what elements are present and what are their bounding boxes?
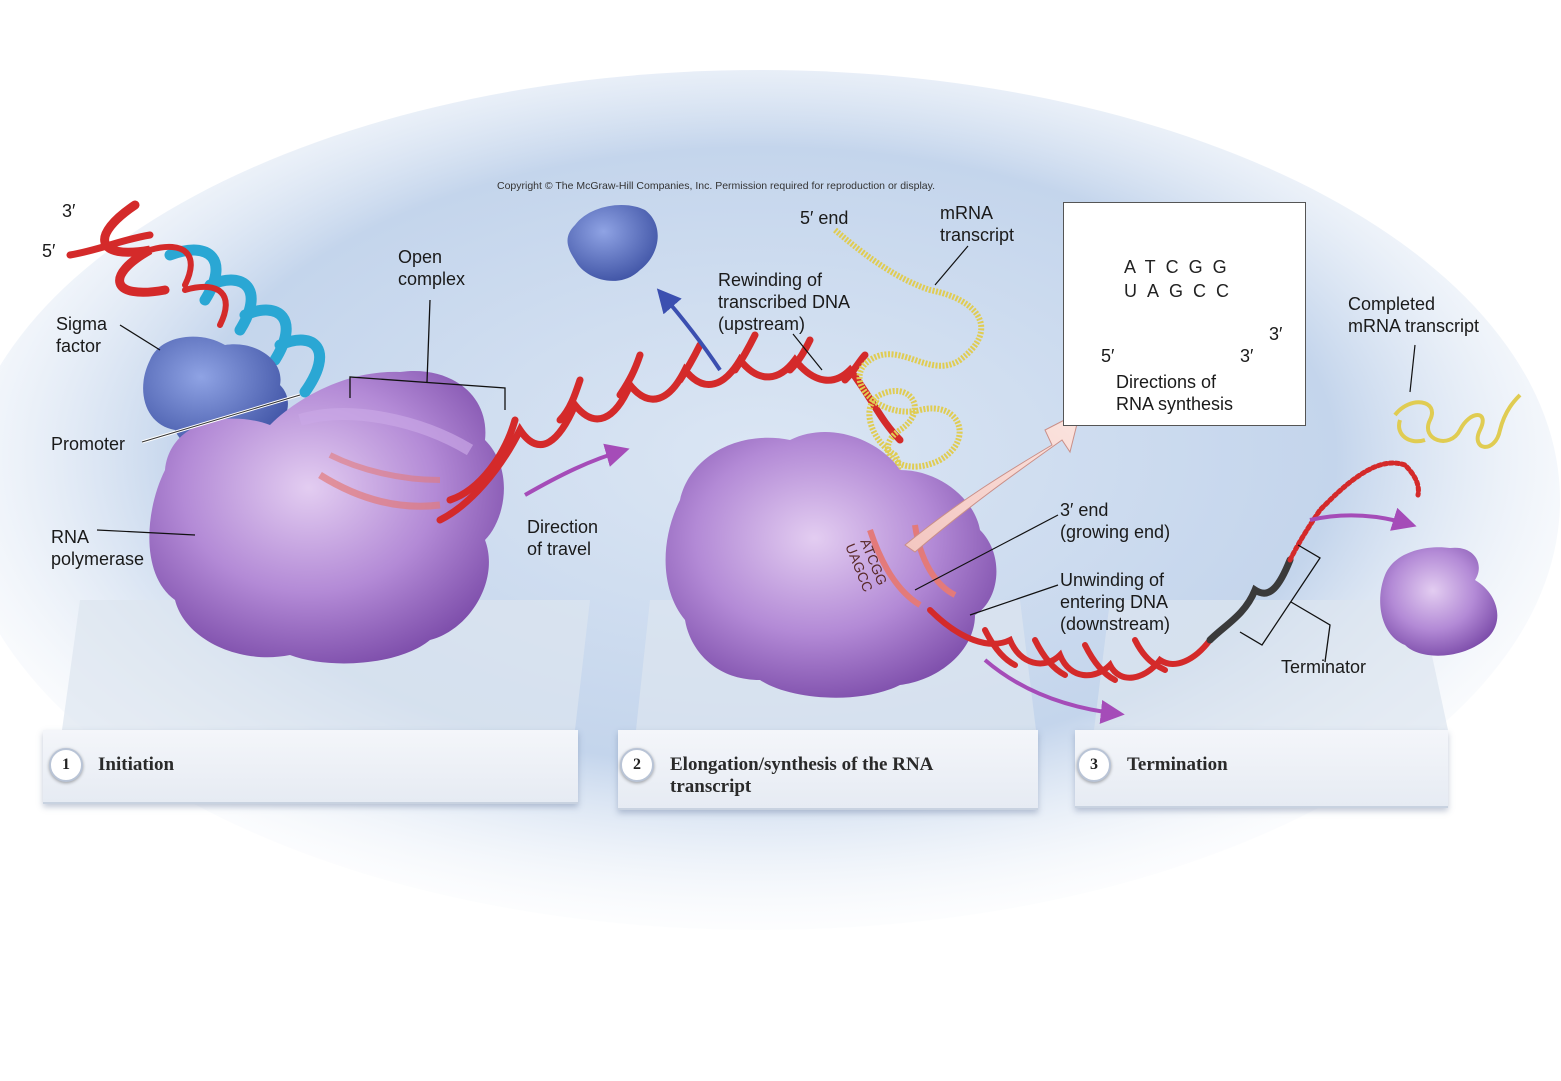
- leader-3end: [914, 514, 1059, 591]
- inset-dna-bases: ATCGG: [1124, 257, 1237, 277]
- leader-completed: [1409, 344, 1416, 393]
- stage-panel-2: 2 Elongation/synthesis of the RNA transc…: [618, 730, 1038, 810]
- stage-title-2: Elongation/synthesis of the RNA transcri…: [670, 754, 933, 797]
- label-3prime-strand: 3′: [62, 201, 76, 221]
- inset-3prime-label: 3′: [1269, 324, 1283, 344]
- leader-unwinding: [969, 584, 1059, 616]
- stage-number-2: 2: [620, 748, 654, 782]
- rna-polymerase-1-shape: [149, 370, 504, 664]
- completed-mrna-strand: [1393, 393, 1522, 449]
- stage-number-3: 3: [1077, 748, 1111, 782]
- label-3prime-end: 3′ end(growing end): [1060, 500, 1171, 542]
- stage-title-1: Initiation: [98, 754, 175, 775]
- leader-rewinding: [792, 333, 823, 371]
- leader-sigma: [119, 324, 161, 351]
- label-promoter: Promoter: [51, 434, 126, 454]
- stage-panel-3: 3 Termination: [1075, 730, 1448, 808]
- direction-of-travel-arrow: [524, 443, 630, 497]
- inset-rna-bases: UAGCC: [1124, 281, 1240, 301]
- inset-pointer-arrow: [904, 411, 1081, 553]
- copyright-notice: Copyright © The McGraw-Hill Companies, I…: [497, 180, 936, 192]
- leader-mrna: [934, 245, 969, 286]
- label-terminator: Terminator: [1281, 657, 1367, 677]
- platform-1: [62, 600, 590, 730]
- released-sigma-factor: [567, 205, 658, 281]
- stage-title-3: Termination: [1127, 754, 1228, 775]
- dna-helix-middle: [436, 331, 904, 524]
- dna-helix-downstream: [927, 460, 1421, 683]
- stage3-release-arrow: [1309, 507, 1417, 531]
- stage-panel-1: 1 Initiation: [43, 730, 578, 804]
- label-5prime-end: 5′ end: [800, 208, 849, 228]
- inset-dir-3prime: 3′: [1240, 346, 1254, 366]
- inset-dir-5prime: 5′: [1101, 346, 1115, 366]
- stage-number-1: 1: [49, 748, 83, 782]
- dna-helix-left: [66, 200, 326, 398]
- mrna-transcript-strand: [833, 227, 985, 503]
- label-5prime-strand: 5′: [42, 241, 56, 261]
- leader-polymerase: [96, 529, 196, 536]
- released-polymerase: [1380, 547, 1498, 656]
- rna-polymerase-2-shape: [665, 431, 997, 698]
- stage2-travel-arrow: [983, 658, 1125, 724]
- sigma-release-arrow: [656, 288, 722, 372]
- open-complex-bracket: [349, 299, 506, 410]
- terminator-bracket: [1239, 544, 1331, 663]
- platform-3: [1094, 600, 1448, 730]
